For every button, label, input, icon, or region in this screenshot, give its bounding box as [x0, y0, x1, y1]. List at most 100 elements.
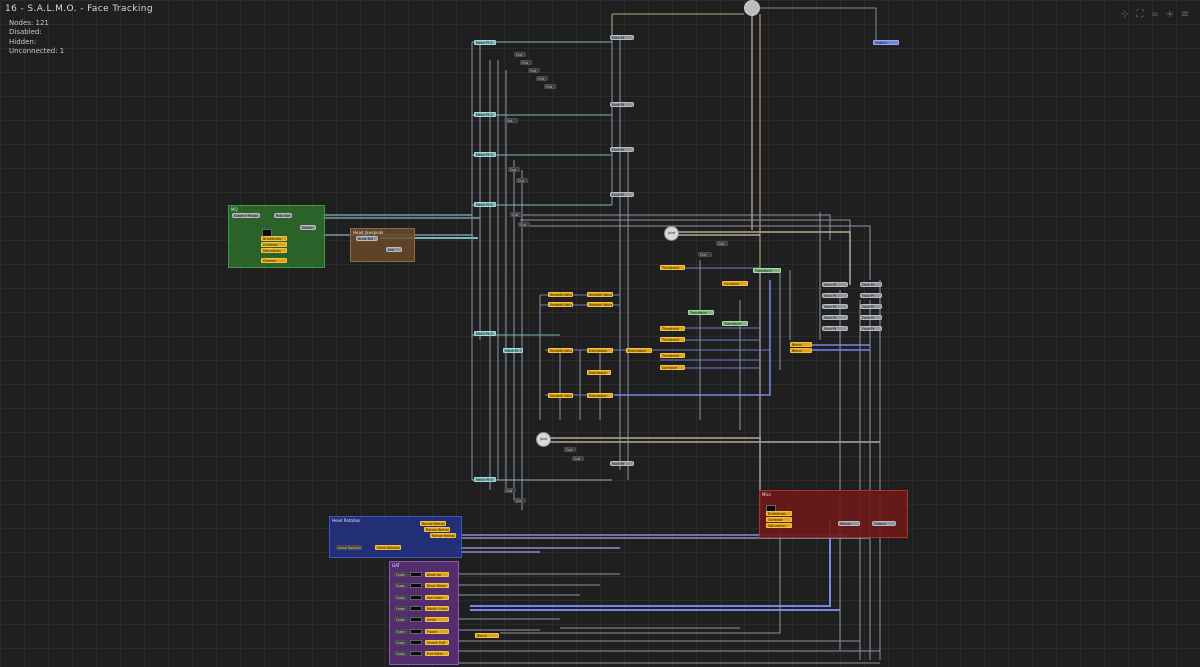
orange-node-b[interactable]: Jaw	[386, 247, 402, 252]
purple-row-node[interactable]: Mouth Open	[425, 605, 449, 611]
fullscreen-icon[interactable]: ⛶	[1136, 9, 1144, 20]
purple-row-node[interactable]: Smile	[425, 617, 449, 623]
small-node[interactable]: Out	[544, 84, 556, 89]
logic-node[interactable]: Expression	[587, 393, 613, 398]
head-rotation-input[interactable]: Head Rotation	[336, 545, 362, 550]
fader-value[interactable]	[410, 572, 422, 577]
head-rotation-node[interactable]: Head Rotation	[375, 545, 401, 550]
group-purple[interactable]: GAT	[389, 561, 459, 665]
mesh-node[interactable]: Mesh Pt 5	[474, 331, 496, 336]
logic-node[interactable]: Combine	[722, 281, 748, 286]
small-node[interactable]: Out	[716, 241, 728, 246]
joint-node[interactable]: Joint	[536, 432, 551, 447]
small-node[interactable]: Out	[698, 252, 712, 257]
fader-value[interactable]	[410, 594, 422, 600]
face-node[interactable]: Face Pt	[822, 304, 848, 309]
fader-value[interactable]	[410, 617, 422, 623]
small-node[interactable]: Out	[520, 60, 532, 65]
small-node[interactable]: Out	[508, 167, 520, 172]
face-node[interactable]: Face Pt	[610, 192, 634, 197]
logic-node[interactable]: Expression	[587, 348, 613, 353]
small-node[interactable]: Out	[504, 118, 518, 123]
small-node[interactable]: Out	[572, 456, 584, 461]
purple-row-node[interactable]: Frown	[425, 628, 449, 634]
face-node[interactable]: Face Pt	[822, 315, 848, 320]
logic-node[interactable]: Threshold	[660, 337, 685, 342]
red-slider-2[interactable]: Contrast	[766, 517, 792, 522]
red-node-a[interactable]: Range	[838, 521, 860, 526]
logic-node[interactable]: Combine	[660, 365, 685, 370]
orange-node-a[interactable]: Brow Bdl	[356, 236, 378, 241]
fader-value[interactable]	[410, 651, 422, 657]
gear-icon[interactable]	[744, 0, 760, 16]
small-node[interactable]: Out	[536, 76, 548, 81]
face-node[interactable]: Face Pt	[822, 326, 848, 331]
red-slider-1[interactable]: Brightness	[766, 511, 792, 516]
range-remap-node[interactable]: Range Remap	[424, 527, 450, 532]
green-slider-2[interactable]: Contrast	[261, 242, 287, 247]
fader-value[interactable]	[410, 628, 422, 634]
logic-node[interactable]: Smooth Value	[587, 302, 613, 307]
small-node[interactable]: Out	[514, 498, 526, 503]
logic-node[interactable]: Smooth Value	[548, 393, 573, 398]
transform-node[interactable]: Transform	[753, 268, 781, 273]
logic-node[interactable]: Expression	[587, 370, 611, 375]
purple-row-node[interactable]: Cheek Puff	[425, 639, 449, 645]
menu-icon[interactable]: ≡	[1180, 9, 1190, 20]
purple-row-node[interactable]: Jaw Open	[425, 594, 449, 600]
face-node[interactable]: Face Pt	[822, 282, 848, 287]
fader-value[interactable]	[410, 605, 422, 611]
face-node[interactable]: Face Pt	[822, 293, 848, 298]
red-slider-3[interactable]: Saturation	[766, 523, 792, 528]
logic-node[interactable]: Blend	[790, 342, 812, 347]
mesh-node[interactable]: Mesh Pt 4	[474, 202, 496, 207]
green-slider-3[interactable]: Saturation	[261, 248, 287, 253]
green-input-node[interactable]: Expand Pivots	[232, 213, 260, 218]
small-node[interactable]: Out	[518, 222, 530, 227]
logic-node[interactable]: Blend	[475, 633, 499, 638]
mesh-node[interactable]: Mesh Pt 2	[474, 112, 496, 117]
mesh-node[interactable]: Mesh Pt 6	[474, 477, 496, 482]
mesh-node[interactable]: Mesh Pt 3	[474, 152, 496, 157]
logic-node[interactable]: Threshold	[660, 353, 685, 358]
add-icon[interactable]: +	[1165, 9, 1175, 20]
small-node[interactable]: Out	[510, 212, 522, 217]
range-remap-node[interactable]: Range Remap	[420, 521, 446, 526]
logic-node[interactable]: Smooth Value	[548, 348, 573, 353]
face-node-out[interactable]: Face Pt	[860, 315, 882, 320]
logic-node[interactable]: Threshold	[660, 265, 685, 270]
transform-node[interactable]: Transform	[722, 321, 748, 326]
green-node-b[interactable]: Shape	[300, 225, 316, 230]
collapse-icon[interactable]: =	[1150, 9, 1160, 20]
small-node[interactable]: Out	[564, 447, 576, 452]
green-slider-4[interactable]: Gamma	[261, 258, 287, 263]
face-node[interactable]: Face Pt	[610, 102, 634, 107]
range-remap-node[interactable]: Range Remap	[430, 533, 456, 538]
face-node[interactable]: Face Pt	[610, 461, 634, 466]
joint-node[interactable]: Joint	[664, 226, 679, 241]
output-node[interactable]: Output	[873, 40, 899, 45]
face-node-out[interactable]: Face Pt	[860, 304, 882, 309]
green-slider-1[interactable]: Brightness	[261, 236, 287, 241]
logic-node[interactable]: Blend	[790, 348, 812, 353]
red-node-b[interactable]: Output	[872, 521, 896, 526]
purple-row-node[interactable]: Brow Down	[425, 583, 449, 589]
face-node-out[interactable]: Face Pt	[860, 293, 882, 298]
face-node-out[interactable]: Face Pt	[860, 326, 882, 331]
purple-row-node[interactable]: Eye Blink	[425, 651, 449, 657]
small-node[interactable]: Out	[516, 178, 528, 183]
small-node[interactable]: Out	[504, 488, 516, 493]
small-node[interactable]: Out	[514, 52, 526, 57]
small-node[interactable]: Out	[528, 68, 540, 73]
logic-node[interactable]: Threshold	[660, 326, 685, 331]
logic-node[interactable]: Smooth Value	[587, 292, 613, 297]
green-node-a[interactable]: Rgb Sort	[274, 213, 292, 218]
purple-row-node[interactable]: Brow Up	[425, 572, 449, 577]
logic-node[interactable]: Smooth Value	[548, 302, 573, 307]
face-node[interactable]: Face Pt	[610, 35, 634, 40]
mesh-node[interactable]: Mesh Pt 1	[474, 40, 496, 45]
group-orange[interactable]: Head Jawspeak	[350, 228, 415, 262]
mesh-node[interactable]: Mesh Pt 7	[503, 348, 523, 353]
face-node-out[interactable]: Face Pt	[860, 282, 882, 287]
